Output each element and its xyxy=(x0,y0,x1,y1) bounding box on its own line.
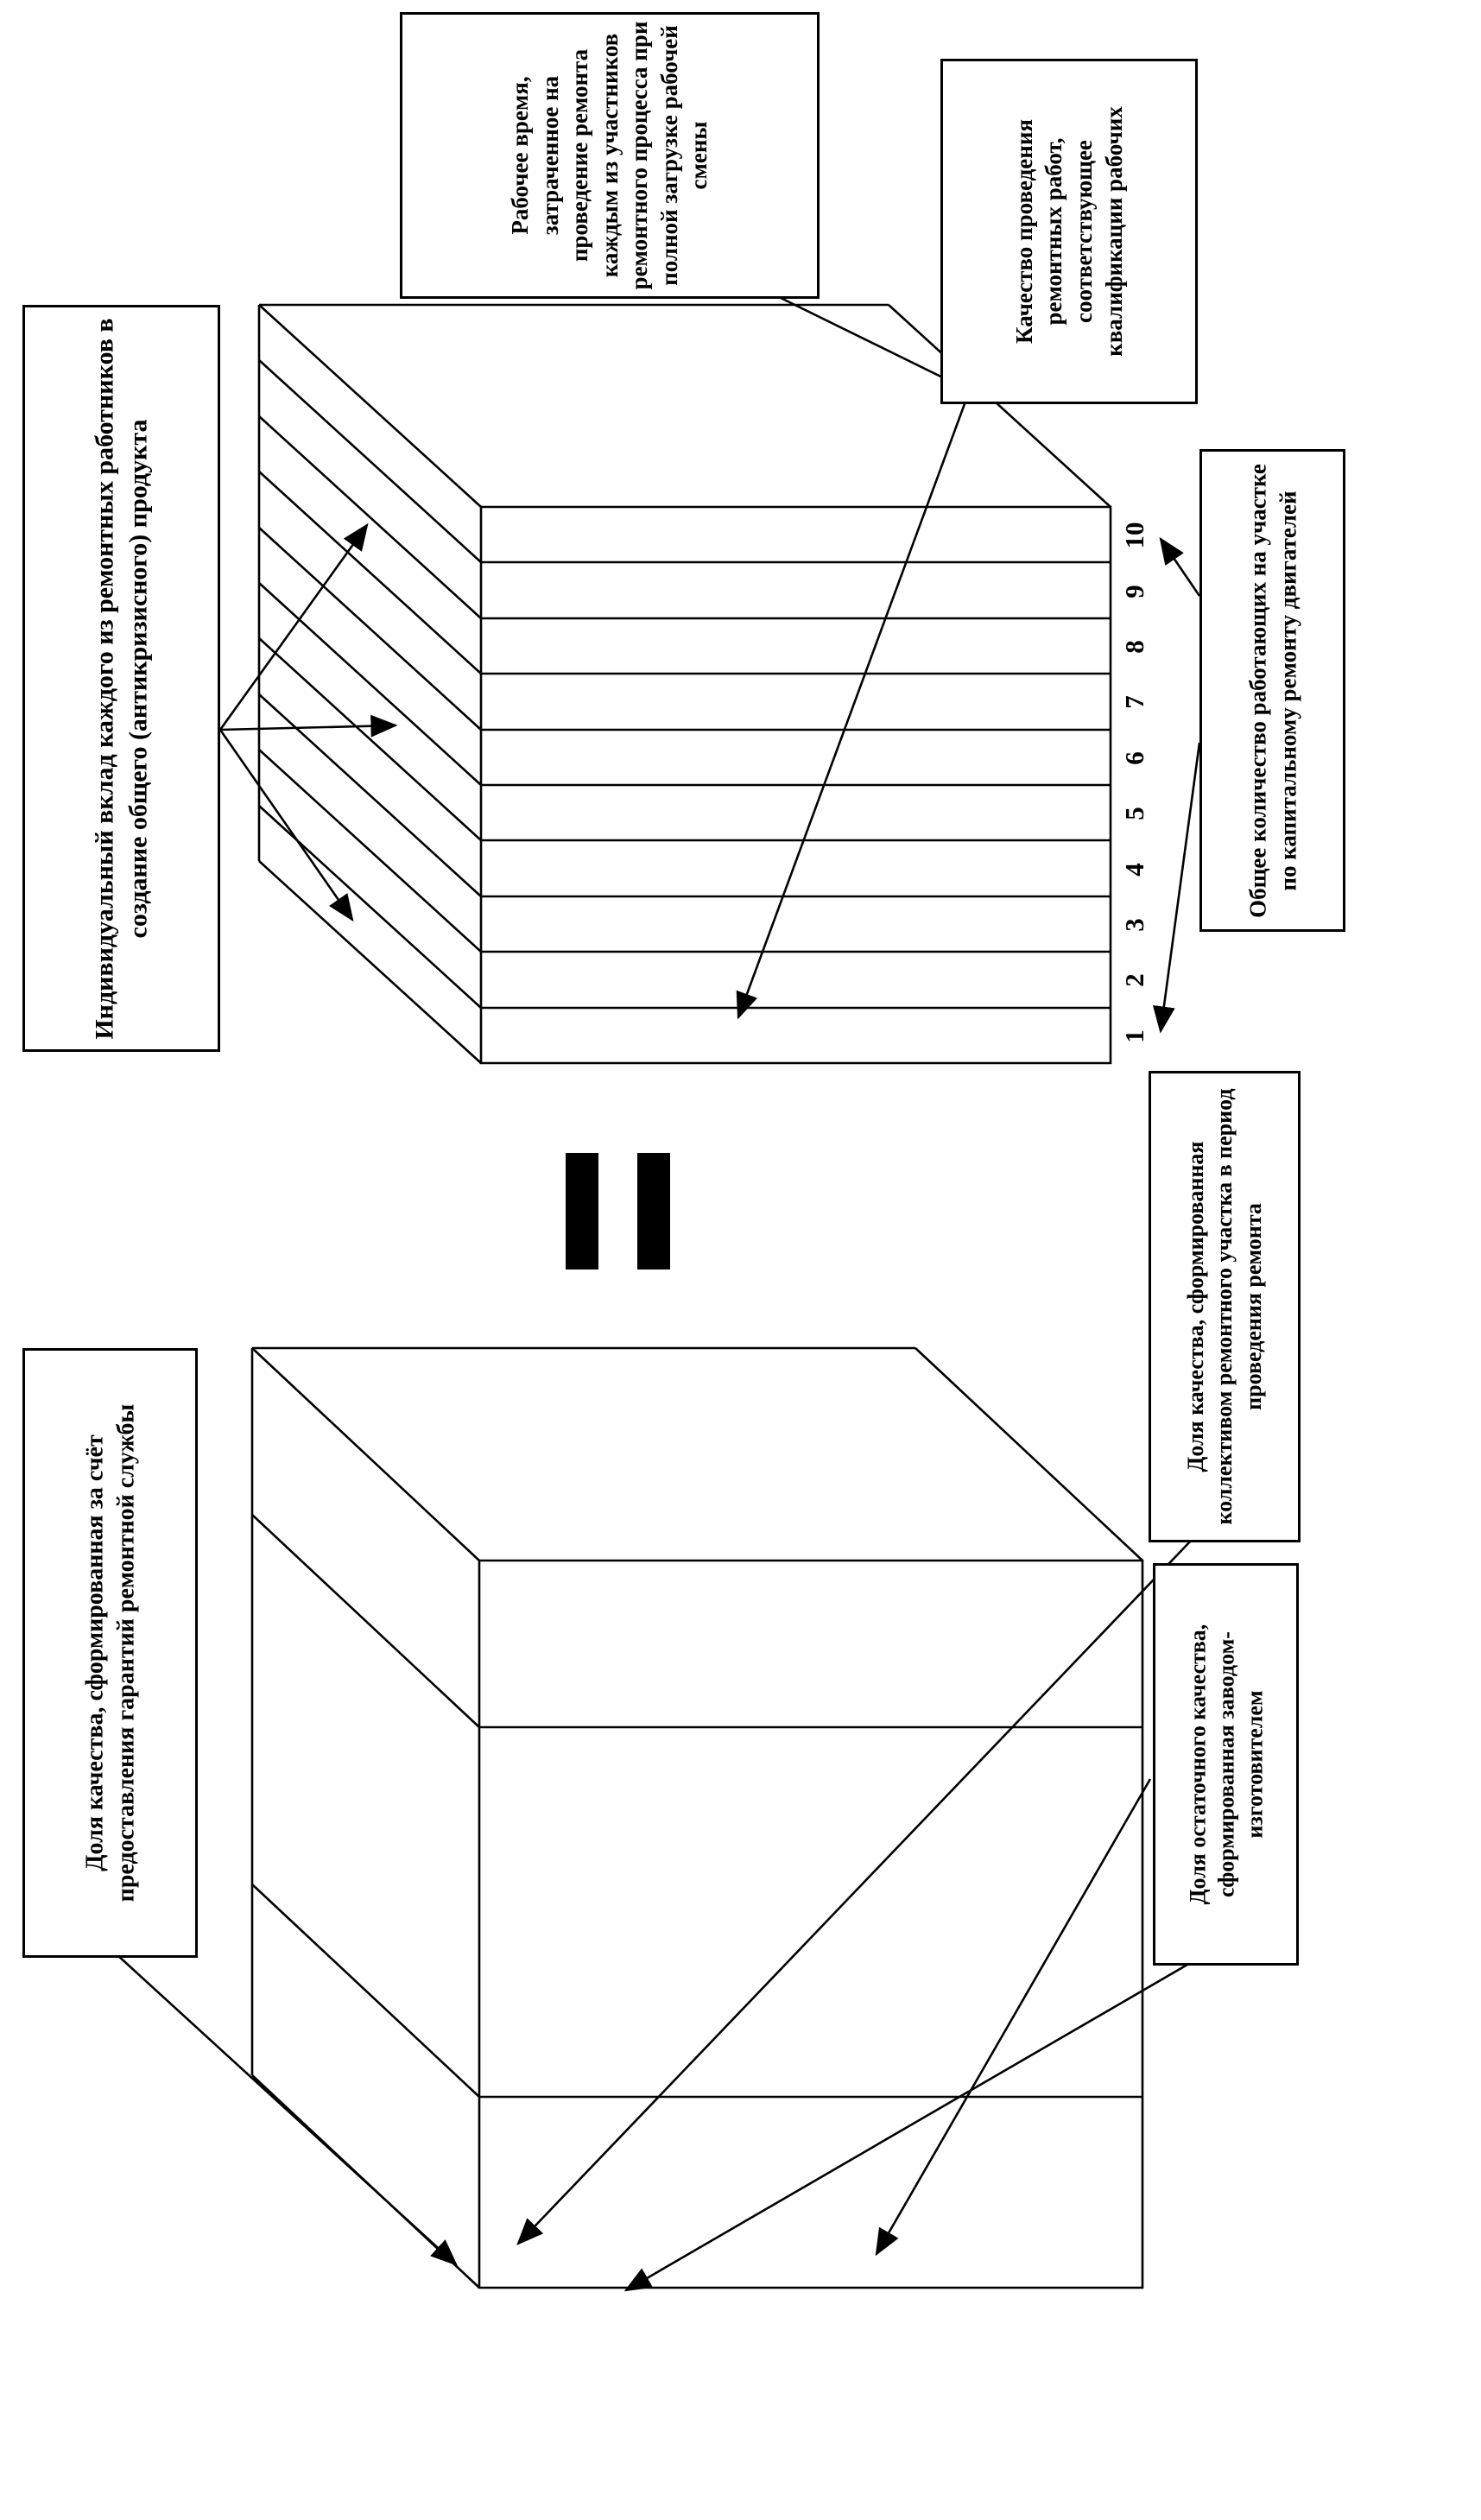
label-box-residual-share: Доля остаточного качества, сформированна… xyxy=(1153,1563,1299,1966)
whole-cube-dividers xyxy=(251,1514,1142,2099)
arrow-residual-share-1 xyxy=(875,1778,1152,2257)
label-collective-share: Доля качества, сформированная коллективо… xyxy=(1183,1088,1266,1525)
label-working-time: Рабочее время, затраченное на проведение… xyxy=(507,21,712,290)
sliced-cube-outline xyxy=(257,303,1112,1065)
label-box-individual-contribution: Индивидуальный вклад каждого из ремонтны… xyxy=(22,305,220,1052)
whole-cube xyxy=(250,1346,1144,2289)
label-box-working-time: Рабочее время, затраченное на проведение… xyxy=(400,12,820,299)
scale-number-2: 2 xyxy=(1119,973,1150,987)
equals-bar-2 xyxy=(637,1153,670,1269)
arrow-residual-share-2 xyxy=(623,1960,1193,2292)
arrow-repair-quality xyxy=(736,401,967,1020)
equals-sign xyxy=(566,1153,670,1269)
scale-number-4: 4 xyxy=(1119,863,1150,877)
label-repair-quality: Качество проведения ремонтных работ, соо… xyxy=(1010,106,1127,357)
label-residual-share: Доля остаточного качества, сформированна… xyxy=(1184,1624,1268,1905)
label-total-workers: Общее количество работающих на участке п… xyxy=(1244,463,1301,918)
sliced-cube xyxy=(257,303,1112,1065)
scale-number-1: 1 xyxy=(1119,1029,1150,1043)
whole-cube-outline xyxy=(250,1346,1144,2289)
arrow-total-workers-top xyxy=(1159,536,1201,597)
arrow-individual-contribution-3 xyxy=(218,729,354,922)
scale-number-8: 8 xyxy=(1119,640,1150,654)
label-box-warranty-share: Доля качества, сформированная за счёт пр… xyxy=(22,1348,198,1958)
arrow-collective-share xyxy=(516,1539,1193,2245)
arrow-individual-contribution-2 xyxy=(219,714,398,738)
label-box-repair-quality: Качество проведения ремонтных работ, соо… xyxy=(940,59,1198,404)
arrow-total-workers-bottom xyxy=(1152,742,1201,1034)
arrow-individual-contribution-1 xyxy=(218,522,369,731)
scale-number-10: 10 xyxy=(1119,522,1150,549)
arrows xyxy=(116,294,1201,2292)
label-warranty-share: Доля качества, сформированная за счёт пр… xyxy=(80,1403,139,1903)
scale-number-7: 7 xyxy=(1119,695,1150,709)
arrow-warranty-share xyxy=(116,1953,458,2266)
label-box-total-workers: Общее количество работающих на участке п… xyxy=(1199,449,1345,932)
scale-number-6: 6 xyxy=(1119,751,1150,765)
scale-number-9: 9 xyxy=(1119,585,1150,598)
label-individual-contribution: Индивидуальный вклад каждого из ремонтны… xyxy=(90,317,152,1040)
scale-number-3: 3 xyxy=(1119,918,1150,932)
label-box-collective-share: Доля качества, сформированная коллективо… xyxy=(1149,1071,1301,1542)
sliced-cube-slices xyxy=(258,359,1111,1010)
scale-number-5: 5 xyxy=(1119,807,1150,820)
equals-bar-1 xyxy=(566,1153,598,1269)
